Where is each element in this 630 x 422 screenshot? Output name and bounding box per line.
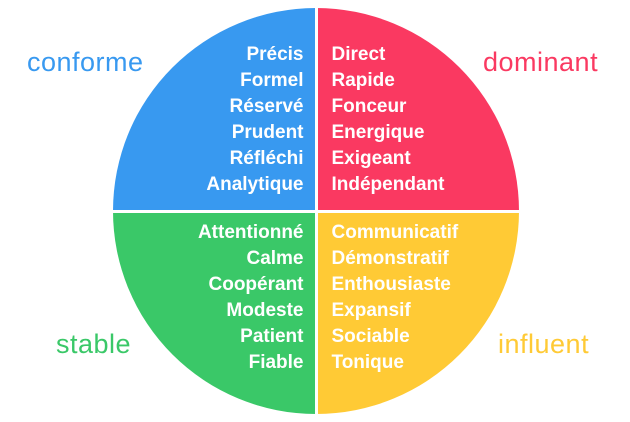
trait-word: Modeste [226, 299, 304, 321]
quadrant-conforme: Précis Formel Réservé Prudent Réfléchi A… [113, 8, 315, 210]
trait-word: Démonstratif [331, 247, 449, 269]
trait-word: Calme [246, 247, 304, 269]
trait-word: Fiable [248, 351, 304, 373]
disc-wheel: Précis Formel Réservé Prudent Réfléchi A… [113, 8, 519, 414]
quadrant-influent: Communicatif Démonstratif Enthousiaste E… [317, 212, 519, 414]
trait-word: Indépendant [331, 173, 445, 195]
trait-word: Energique [331, 121, 425, 143]
quadrant-label-conforme: conforme [27, 47, 144, 77]
trait-word: Fonceur [331, 95, 407, 117]
trait-word: Expansif [331, 299, 411, 321]
trait-word: Réservé [229, 95, 304, 117]
trait-word: Formel [240, 69, 304, 91]
quadrant-label-influent: influent [498, 329, 590, 359]
trait-word: Analytique [206, 173, 304, 195]
trait-word: Tonique [331, 351, 404, 373]
trait-word: Prudent [231, 121, 304, 143]
trait-word: Sociable [331, 325, 410, 347]
trait-word: Direct [331, 43, 386, 65]
trait-word: Précis [246, 43, 304, 65]
trait-word: Attentionné [197, 221, 304, 243]
trait-word: Enthousiaste [331, 273, 451, 295]
trait-word: Réfléchi [229, 147, 304, 169]
trait-word: Exigeant [331, 147, 411, 169]
quadrant-dominant: Direct Rapide Fonceur Energique Exigeant… [317, 8, 519, 210]
trait-word: Coopérant [208, 273, 304, 295]
trait-word: Rapide [331, 69, 395, 91]
trait-word: Patient [240, 325, 304, 347]
quadrant-label-dominant: dominant [483, 47, 599, 77]
quadrant-stable: Attentionné Calme Coopérant Modeste Pati… [113, 212, 315, 414]
quadrant-label-stable: stable [56, 329, 132, 359]
trait-word: Communicatif [331, 221, 459, 243]
